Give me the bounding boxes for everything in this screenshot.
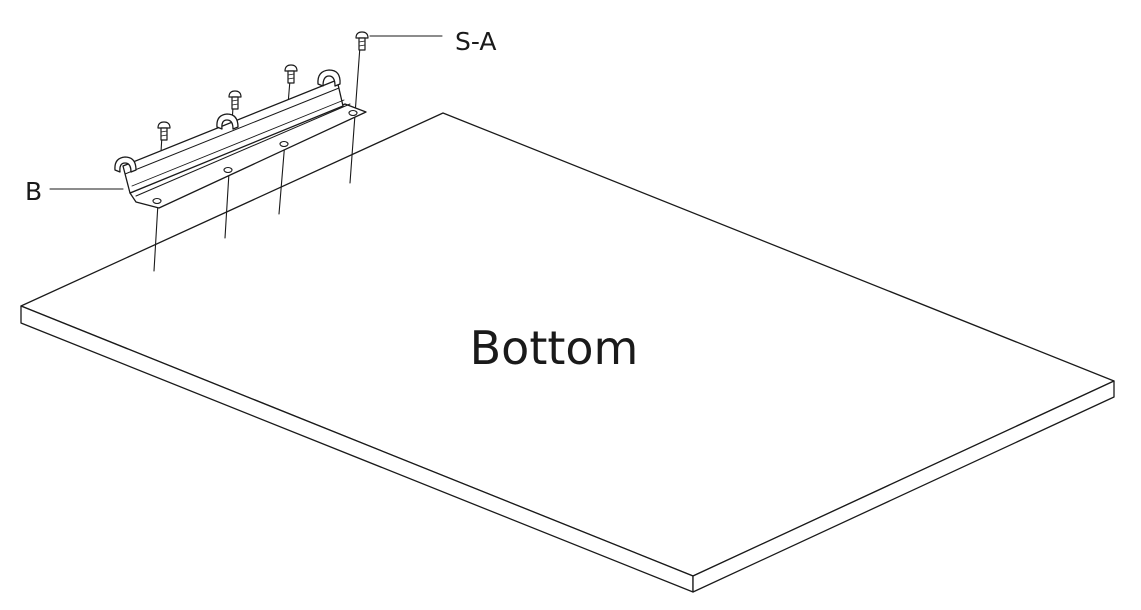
bracket-hook (114, 156, 137, 173)
bracket-hole (279, 140, 289, 148)
bracket-hole (348, 109, 358, 117)
screw (355, 31, 369, 51)
callout-label-screw: S-A (455, 27, 496, 56)
bracket-hole (223, 166, 233, 174)
bracket-hook (317, 69, 341, 87)
screw (157, 121, 171, 141)
bracket-hook (216, 113, 239, 130)
bracket (114, 69, 367, 209)
bracket-hole (152, 197, 162, 205)
panel-label: Bottom (470, 321, 639, 375)
screw (228, 90, 242, 110)
screw (284, 64, 298, 84)
callout-label-bracket: B (25, 177, 42, 206)
bottom-panel (20, 112, 1115, 593)
panel-right-edge (692, 380, 1115, 593)
